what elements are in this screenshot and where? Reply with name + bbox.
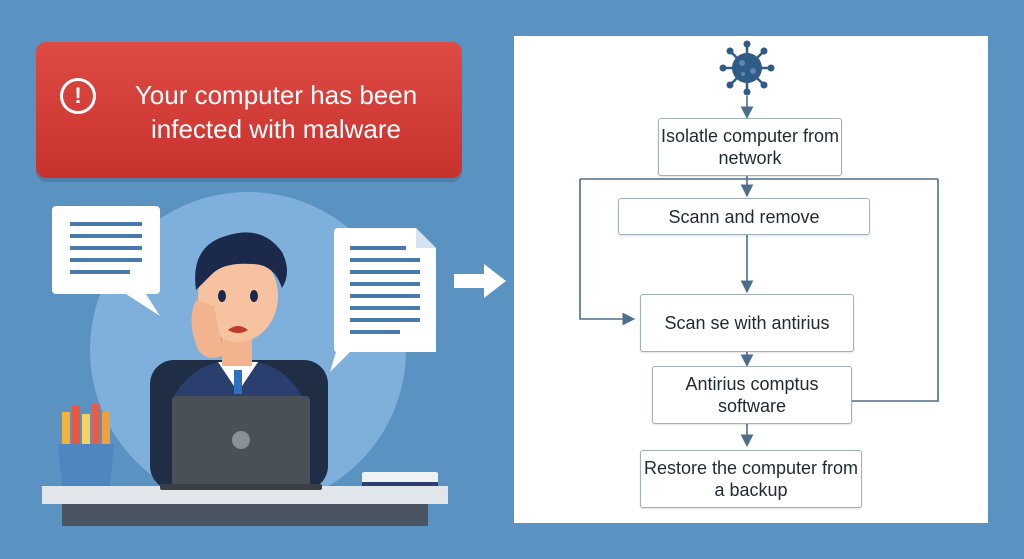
flow-step-antivirus-software: Antirius comptus software xyxy=(652,366,852,424)
flowchart-connectors xyxy=(579,40,939,448)
book-icon xyxy=(362,472,438,486)
illustration xyxy=(42,192,448,526)
flow-step-label: Scan se with antirius xyxy=(664,313,830,333)
flow-step-label: Antirius comptus software xyxy=(685,374,819,416)
flow-step-restore-backup: Restore the computer from a backup xyxy=(640,450,862,508)
flow-step-scan-antivirus: Scan se with antirius xyxy=(640,294,854,352)
speech-bubble-document-icon xyxy=(52,206,160,316)
alert-message: Your computer has been infected with mal… xyxy=(134,80,418,144)
flow-step-isolate: Isolatle computer from network xyxy=(658,118,842,176)
virus-icon xyxy=(719,40,775,96)
flow-step-label: Isolatle computer from network xyxy=(660,126,840,168)
flow-step-scan-remove: Scann and remove xyxy=(618,198,870,235)
pencil-cup-icon xyxy=(58,404,114,486)
desk xyxy=(42,486,448,504)
flow-step-label: Scann and remove xyxy=(668,206,820,227)
exclamation-circle-icon: ! xyxy=(60,78,96,114)
document-icon xyxy=(330,228,436,372)
flow-step-label: Restore the computer from a backup xyxy=(643,458,859,500)
flowchart-panel: Isolatle computer from network Scann and… xyxy=(514,36,988,523)
laptop-icon xyxy=(160,396,322,490)
right-arrow-icon xyxy=(454,264,506,298)
malware-alert-banner: ! Your computer has been infected with m… xyxy=(36,42,462,178)
